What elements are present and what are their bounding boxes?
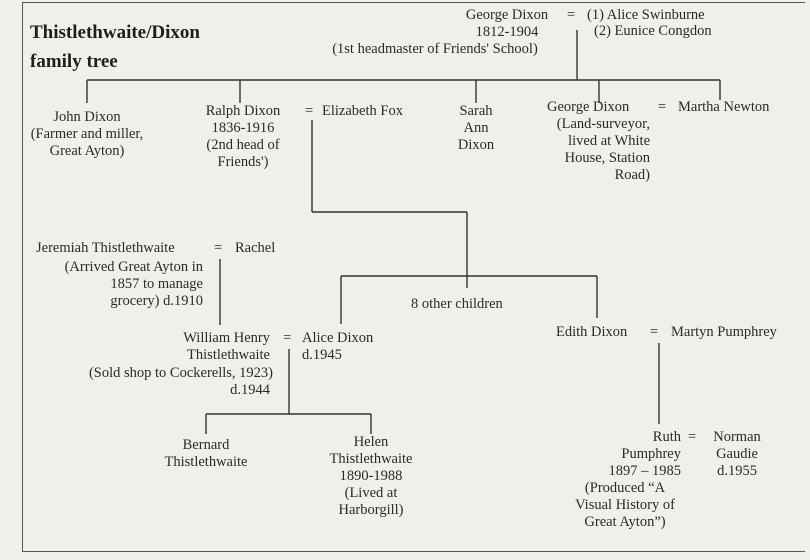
william-note: (Sold shop to Cockerells, 1923) xyxy=(88,365,273,381)
marriage-sign: = xyxy=(650,324,659,340)
jeremiah-note-2: 1857 to manage xyxy=(110,276,203,292)
marriage-sign: = xyxy=(688,429,697,445)
title-line-2: family tree xyxy=(30,51,118,72)
ralph-spouse: Elizabeth Fox xyxy=(322,103,403,119)
helen-dates: 1890-1988 xyxy=(339,468,403,484)
george-sr-dates: 1812-1904 xyxy=(475,24,539,40)
edith-spouse: Martyn Pumphrey xyxy=(671,324,777,340)
helen-note-2: Harborgill) xyxy=(338,502,404,518)
sarah-line-3: Dixon xyxy=(457,137,495,153)
ralph-dates: 1836-1916 xyxy=(211,120,275,136)
william-line-1: William Henry xyxy=(183,330,270,346)
george-jr-name: George Dixon xyxy=(547,99,630,115)
helen-line-2: Thistlethwaite xyxy=(329,451,413,467)
jeremiah-note-3: grocery) d.1910 xyxy=(110,293,203,309)
george-jr-note-3: House, Station xyxy=(564,150,650,166)
marriage-sign: = xyxy=(283,330,292,346)
george-jr-note-2: lived at White xyxy=(568,133,650,149)
ruth-dates: 1897 – 1985 xyxy=(608,463,682,479)
jeremiah-spouse: Rachel xyxy=(235,240,276,256)
norman-line-2: Gaudie xyxy=(716,446,758,462)
bernard-line-1: Bernard xyxy=(182,437,230,453)
ruth-line-2: Pumphrey xyxy=(621,446,681,462)
marriage-sign: = xyxy=(658,99,667,115)
john-note-1: (Farmer and miller, xyxy=(30,126,144,142)
ralph-note-2: Friends') xyxy=(217,154,269,170)
jeremiah-note-1: (Arrived Great Ayton in xyxy=(64,259,203,275)
sarah-line-2: Ann xyxy=(463,120,489,136)
john-note-2: Great Ayton) xyxy=(49,143,125,159)
ralph-name: Ralph Dixon xyxy=(205,103,281,119)
george-sr-note: (1st headmaster of Friends' School) xyxy=(332,41,538,57)
ruth-line-1: Ruth xyxy=(652,429,681,445)
title-line-1: Thistlethwaite/Dixon xyxy=(30,22,200,43)
william-death: d.1944 xyxy=(230,382,270,398)
diagram-title: Thistlethwaite/Dixon family tree xyxy=(30,18,200,76)
diagram-frame xyxy=(22,2,805,552)
other-children-label: 8 other children xyxy=(411,296,503,312)
marriage-sign: = xyxy=(214,240,223,256)
george-jr-note-4: Road) xyxy=(614,167,650,183)
norman-death: d.1955 xyxy=(717,463,757,479)
george-sr-spouse-2: (2) Eunice Congdon xyxy=(594,23,712,39)
marriage-sign: = xyxy=(567,7,576,23)
helen-note-1: (Lived at xyxy=(344,485,398,501)
george-sr-spouse-1: (1) Alice Swinburne xyxy=(587,7,705,23)
george-jr-note-1: (Land-surveyor, xyxy=(556,116,650,132)
alice-death: d.1945 xyxy=(302,347,342,363)
john-name: John Dixon xyxy=(53,109,121,125)
ruth-note-3: Great Ayton”) xyxy=(584,514,666,530)
alice-name: Alice Dixon xyxy=(302,330,374,346)
ruth-note-2: Visual History of xyxy=(575,497,675,513)
jeremiah-name: Jeremiah Thistlethwaite xyxy=(36,240,175,256)
george-sr-name: George Dixon xyxy=(465,7,549,23)
george-jr-spouse: Martha Newton xyxy=(678,99,770,115)
ruth-note-1: (Produced “A xyxy=(584,480,666,496)
edith-name: Edith Dixon xyxy=(556,324,628,340)
sarah-line-1: Sarah xyxy=(459,103,493,119)
william-line-2: Thistlethwaite xyxy=(187,347,270,363)
norman-line-1: Norman xyxy=(713,429,761,445)
bernard-line-2: Thistlethwaite xyxy=(164,454,248,470)
helen-line-1: Helen xyxy=(353,434,389,450)
ralph-note-1: (2nd head of xyxy=(206,137,280,153)
marriage-sign: = xyxy=(305,103,314,119)
